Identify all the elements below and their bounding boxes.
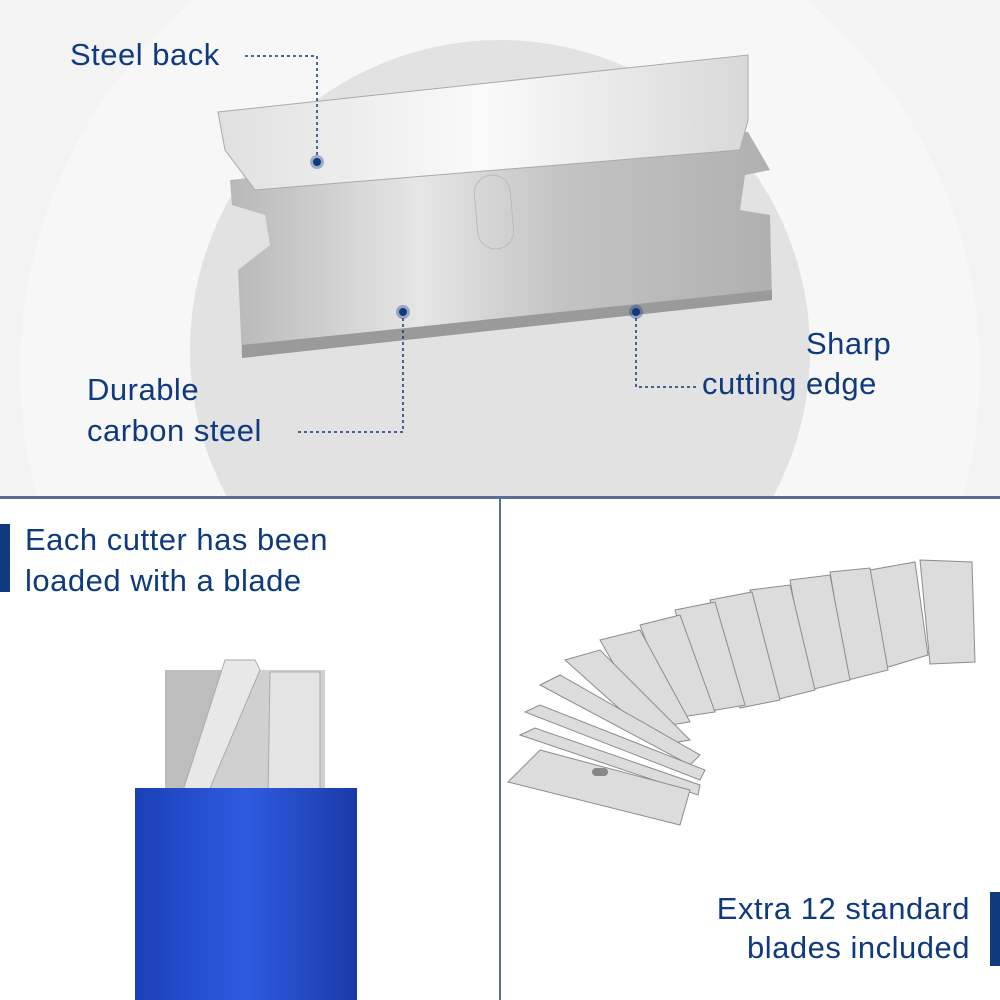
caption-cutter-line1: Each cutter has been [25,522,328,557]
label-edge-line1: Sharp [806,326,892,361]
callout-dots [310,155,643,319]
label-carbon-line1: Durable [87,372,200,407]
razor-blade-diagram [217,54,772,358]
caption-extra-line1: Extra 12 standard [716,891,970,926]
cutter-illustration [135,659,357,1000]
extra-blades-illustration [507,559,976,826]
label-carbon-line2: carbon steel [87,413,262,448]
caption-cutter-line2: loaded with a blade [25,563,302,598]
panel-divider-vertical [499,497,501,1000]
label-edge-line2: cutting edge [702,366,877,401]
caption-extra-line2: blades included [747,930,970,965]
accent-bar-right [990,892,1000,966]
callout-lines [245,55,698,433]
accent-bar-left [0,524,10,592]
label-steel-back: Steel back [70,37,220,72]
